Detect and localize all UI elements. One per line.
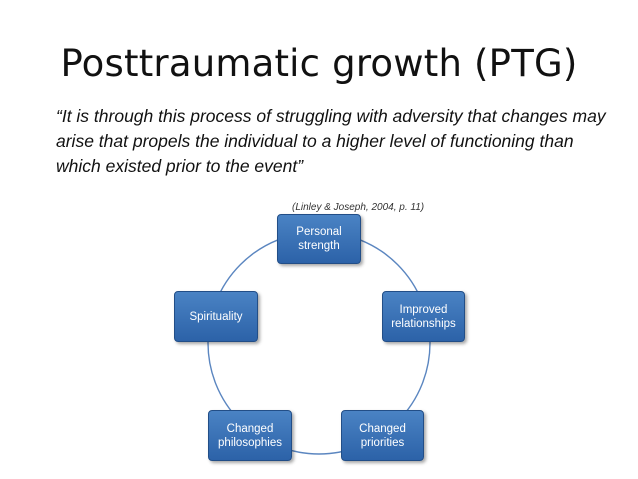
node-spirituality: Spirituality <box>174 291 258 342</box>
node-label: Personal strength <box>296 226 342 252</box>
node-label: Changed priorities <box>359 422 406 449</box>
quote-text: “It is through this process of strugglin… <box>56 106 606 176</box>
node-label: Improved relationships <box>391 303 456 330</box>
node-changed-philosophies: Changed philosophies <box>208 410 292 461</box>
citation: (Linley & Joseph, 2004, p. 11) <box>292 202 425 213</box>
slide-title: Posttraumatic growth (PTG) <box>60 42 578 85</box>
node-improved-relationships: Improved relationships <box>382 291 465 342</box>
node-label: Changed philosophies <box>218 422 282 449</box>
node-label: Spirituality <box>189 310 243 323</box>
node-changed-priorities: Changed priorities <box>341 410 424 461</box>
node-personal-strength: Personal strength <box>277 214 361 264</box>
